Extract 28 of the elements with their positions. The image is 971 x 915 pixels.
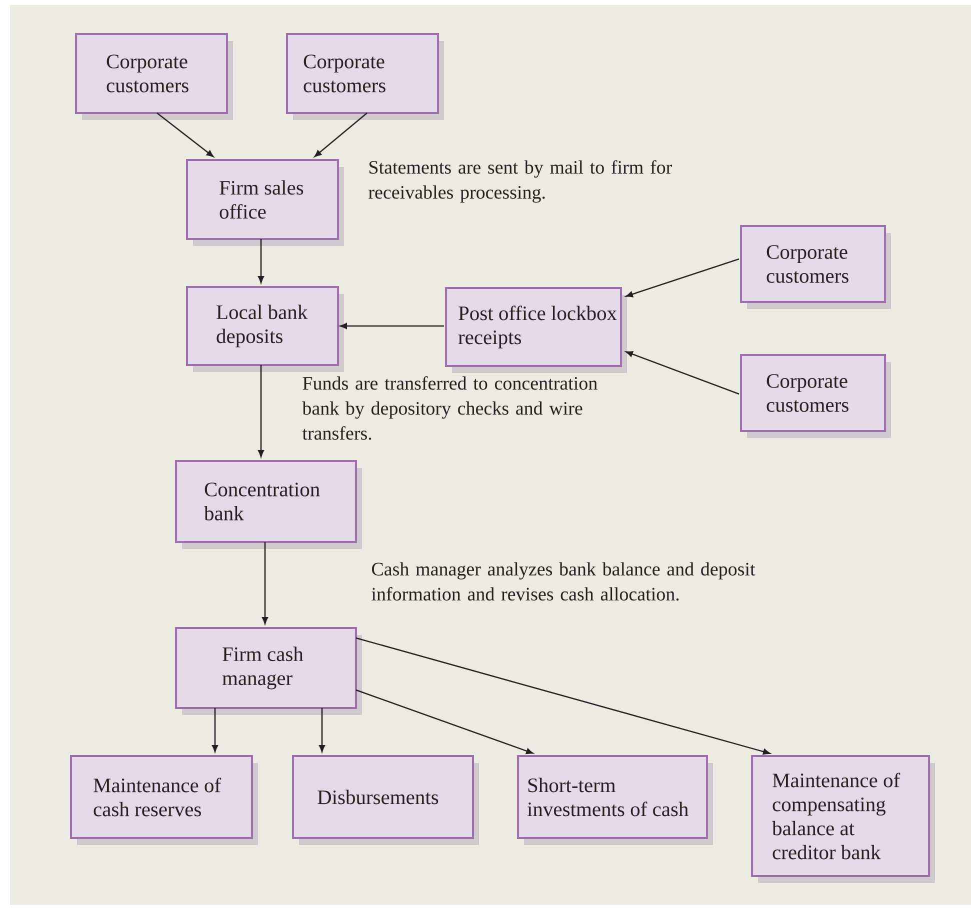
arrow (314, 112, 368, 157)
process-box: Corporate customers (740, 225, 892, 309)
process-box: Maintenance of cash reserves (70, 755, 258, 845)
process-box: Firm sales office (186, 159, 344, 246)
process-box: Local bank deposits (186, 286, 344, 372)
arrow (356, 689, 534, 754)
arrow (258, 365, 264, 458)
process-box: Short-term investments of cash (517, 755, 713, 845)
arrow (319, 708, 325, 752)
process-box: Corporate customers (286, 33, 444, 120)
note-text: Cash manager analyzes bank balance and deposit information and revises cash allocation. (372, 562, 756, 601)
process-box: Maintenance of compensating balance at creditor bank (751, 755, 936, 883)
process-box: Post office lockbox receipts (445, 287, 627, 373)
arrow (212, 708, 218, 752)
arrow (262, 542, 268, 624)
arrow (156, 112, 214, 158)
process-box: Corporate customers (740, 354, 892, 438)
process-box: Firm cash manager (175, 627, 362, 715)
note-text: Statements are sent by mail to firm for receivables processing. (368, 160, 672, 203)
arrow (258, 239, 264, 284)
arrow (626, 258, 740, 298)
process-box: Concentration bank (175, 460, 362, 549)
process-box: Disbursements (292, 755, 479, 845)
arrow (356, 637, 770, 755)
arrow (626, 351, 740, 395)
process-box: Corporate customers (75, 33, 233, 120)
note-text: Funds are transferred to concentration bank by depository checks and wire transfers. (302, 376, 598, 440)
arrow (340, 323, 444, 329)
